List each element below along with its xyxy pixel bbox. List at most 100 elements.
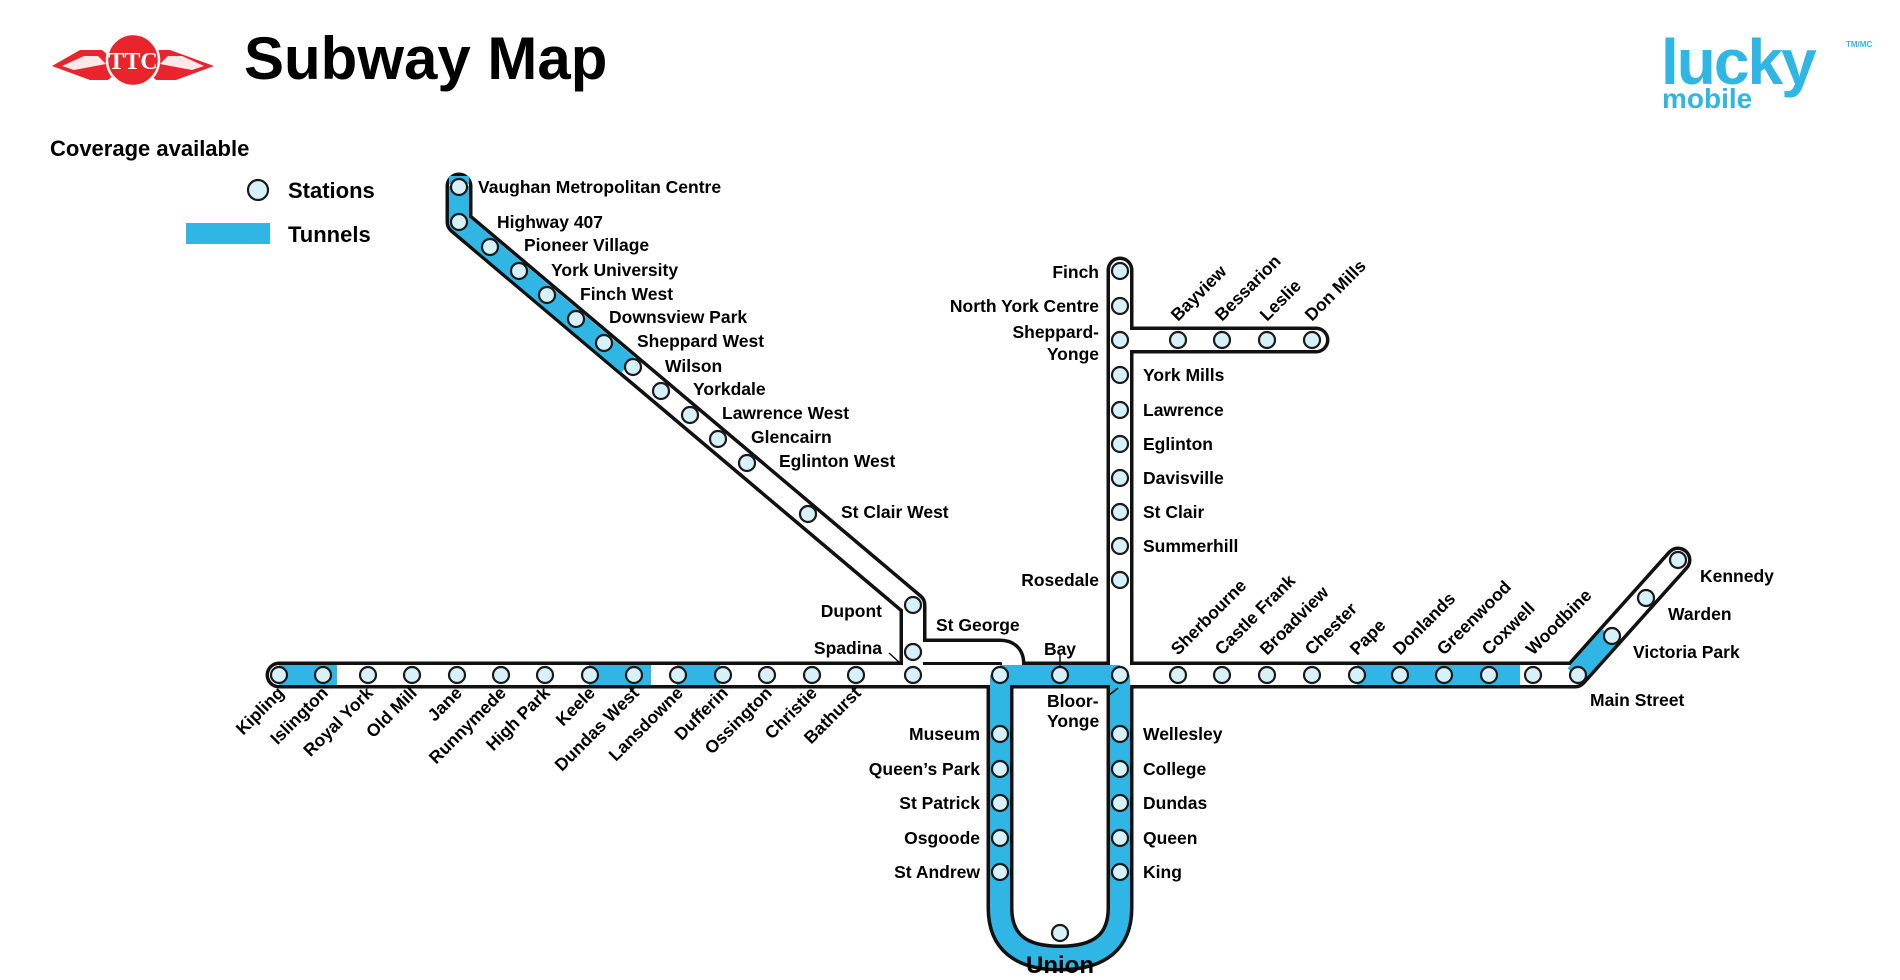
station-bathurst [846, 665, 866, 685]
lucky-mobile-logo: lucky mobile TM/MC [1661, 26, 1872, 114]
station-lawrence [1110, 400, 1130, 420]
station-bessarion [1212, 330, 1232, 350]
label-summerhill: Summerhill [1143, 536, 1238, 556]
label-dupont: Dupont [821, 601, 882, 621]
station-leslie [1257, 330, 1277, 350]
station-wilson [623, 357, 643, 377]
station-victoria-park [1602, 626, 1622, 646]
station-donlands [1390, 665, 1410, 685]
label-pioneer-village: Pioneer Village [524, 235, 649, 255]
label-st-clair-west: St Clair West [841, 502, 949, 522]
station-glencairn [708, 429, 728, 449]
station-st-patrick [990, 793, 1010, 813]
station-runnymede [491, 665, 511, 685]
label-st-clair: St Clair [1143, 502, 1204, 522]
station-christie [802, 665, 822, 685]
label-dundas: Dundas [1143, 793, 1207, 813]
label-finch-west: Finch West [580, 284, 673, 304]
legend: Coverage available Stations Tunnels [50, 136, 375, 247]
label-kennedy: Kennedy [1700, 566, 1774, 586]
ttc-logo: TTC [52, 32, 214, 88]
label-sheppard-west: Sheppard West [637, 331, 764, 351]
station-queens-park [990, 759, 1010, 779]
station-lawrence-west [680, 405, 700, 425]
station-don-mills [1302, 330, 1322, 350]
label-bloor-yonge-line1: Bloor- [1047, 691, 1099, 711]
label-museum: Museum [909, 724, 980, 744]
station-sheppard-west [594, 333, 614, 353]
label-downsview-park: Downsview Park [609, 307, 747, 327]
station-old-mill [402, 665, 422, 685]
label-queens-park: Queen’s Park [869, 759, 980, 779]
station-finch [1110, 261, 1130, 281]
label-sheppard-yonge-line2: Yonge [1047, 344, 1099, 364]
label-union: Union [1026, 952, 1094, 979]
station-sherbourne [1168, 665, 1188, 685]
station-highway-407 [449, 212, 469, 232]
station-st-clair [1110, 502, 1130, 522]
station-chester [1302, 665, 1322, 685]
station-st-george [903, 665, 923, 685]
station-north-york-centre [1110, 296, 1130, 316]
legend-tunnels-label: Tunnels [288, 222, 371, 247]
station-osgoode [990, 828, 1010, 848]
station-kipling [269, 665, 289, 685]
station-york-mills [1110, 365, 1130, 385]
station-wellesley [1110, 724, 1130, 744]
station-finch-west [537, 285, 557, 305]
station-islington [313, 665, 333, 685]
brand-name: lucky [1661, 26, 1817, 98]
label-sheppard-yonge: Sheppard- Yonge [1012, 322, 1099, 364]
station-dundas-west [624, 665, 644, 685]
station-main-street [1568, 665, 1588, 685]
station-greenwood [1434, 665, 1454, 685]
station-downsview-park [566, 309, 586, 329]
label-st-andrew: St Andrew [894, 862, 980, 882]
legend-tunnel-swatch [186, 223, 270, 244]
page-title: Subway Map [244, 25, 607, 92]
label-don-mills: Don Mills [1301, 256, 1370, 325]
station-union [1050, 923, 1070, 943]
station-woodbine [1523, 665, 1543, 685]
station-college [1110, 759, 1130, 779]
label-main-street: Main Street [1590, 690, 1684, 710]
label-spadina: Spadina [814, 638, 882, 658]
station-summerhill [1110, 536, 1130, 556]
station-bayview [1168, 330, 1188, 350]
station-bay [1050, 665, 1070, 685]
station-rosedale [1110, 570, 1130, 590]
station-eglinton-west [737, 453, 757, 473]
label-york-university: York University [551, 260, 678, 280]
legend-stations-label: Stations [288, 178, 375, 203]
label-warden: Warden [1668, 604, 1732, 624]
label-eglinton-west: Eglinton West [779, 451, 896, 471]
label-bloor-yonge-line2: Yonge [1047, 711, 1099, 731]
label-lawrence-west: Lawrence West [722, 403, 849, 423]
label-rosedale: Rosedale [1021, 570, 1099, 590]
label-queen: Queen [1143, 828, 1197, 848]
station-dundas [1110, 793, 1130, 813]
label-finch: Finch [1052, 262, 1099, 282]
label-vaughan: Vaughan Metropolitan Centre [478, 177, 721, 197]
label-highway-407: Highway 407 [497, 212, 603, 232]
label-wellesley: Wellesley [1143, 724, 1223, 744]
station-museum [990, 724, 1010, 744]
label-king: King [1143, 862, 1182, 882]
label-st-patrick: St Patrick [899, 793, 980, 813]
station-st-clair-west [798, 504, 818, 524]
brand-mark: TM/MC [1846, 40, 1872, 49]
station-spadina [903, 642, 923, 662]
label-yorkdale: Yorkdale [693, 379, 766, 399]
station-broadview [1257, 665, 1277, 685]
label-victoria-park: Victoria Park [1633, 642, 1740, 662]
label-davisville: Davisville [1143, 468, 1224, 488]
station-dupont [903, 595, 923, 615]
label-wilson: Wilson [665, 356, 722, 376]
label-st-george: St George [936, 615, 1020, 635]
label-eglinton: Eglinton [1143, 434, 1213, 454]
brand-sub: mobile [1662, 83, 1752, 114]
station-sheppard-yonge [1110, 330, 1130, 350]
station-royal-york [358, 665, 378, 685]
station-castle-frank [1212, 665, 1232, 685]
station-davisville [1110, 468, 1130, 488]
